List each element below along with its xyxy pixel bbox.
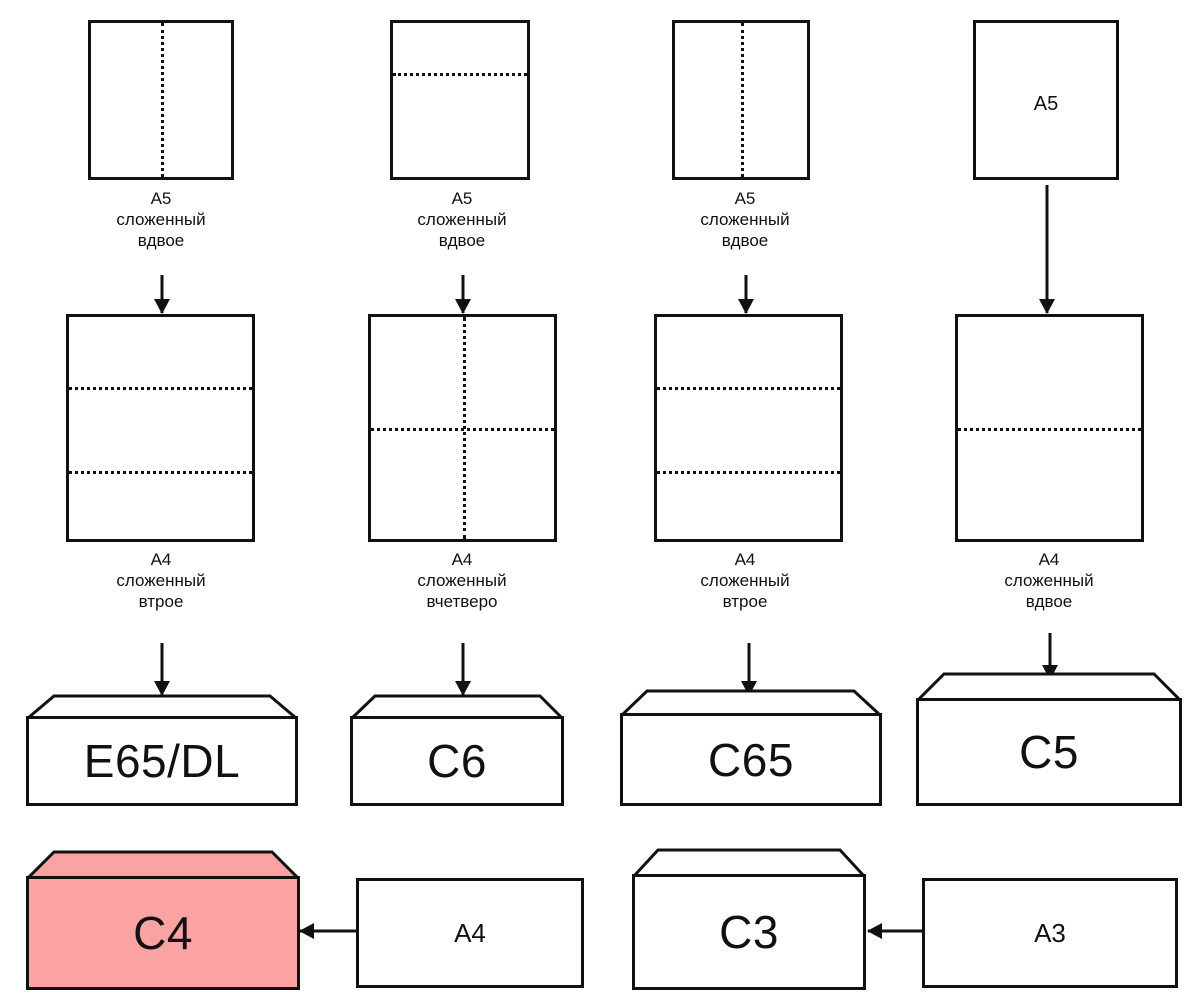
caption-line-1: A5	[150, 189, 172, 208]
caption-col1-row2: A4 сложенный втрое	[81, 549, 241, 612]
arrow-head	[154, 681, 170, 696]
sheet-a4-col2	[368, 314, 557, 542]
paper-a3-box[interactable]: A3	[922, 878, 1178, 988]
caption-col2-row1: A5 сложенный вдвое	[382, 188, 542, 251]
caption-col3-row2: A4 сложенный втрое	[665, 549, 825, 612]
arrow-shaft	[461, 275, 465, 313]
fold-line-horizontal-upper	[69, 387, 252, 390]
arrow-head	[455, 299, 471, 314]
caption-line-3: втрое	[138, 592, 184, 611]
envelope-body: C6	[350, 716, 564, 806]
caption-line-2: сложенный	[1004, 571, 1094, 590]
sheet-a4-col3	[654, 314, 843, 542]
fold-line-horizontal	[393, 73, 527, 76]
arrow-down-col1-r2	[153, 643, 171, 696]
envelope-body: C3	[632, 874, 866, 990]
caption-line-3: вдвое	[1025, 592, 1073, 611]
caption-line-1: A4	[734, 550, 756, 569]
envelope-label: C3	[719, 906, 779, 958]
fold-line-horizontal-lower	[69, 471, 252, 474]
arrow-left-a4-to-c4	[299, 922, 358, 940]
arrow-head	[738, 299, 754, 314]
arrow-shaft	[744, 275, 748, 313]
arrow-left-a3-to-c3	[867, 922, 926, 940]
envelope-c4[interactable]: C4	[26, 850, 300, 990]
arrow-shaft	[160, 275, 164, 313]
sheet-a5-col2	[390, 20, 530, 180]
caption-line-1: A4	[451, 550, 473, 569]
caption-line-1: A4	[150, 550, 172, 569]
arrow-shaft	[1045, 185, 1049, 313]
caption-line-3: вчетверо	[426, 592, 498, 611]
paper-a4-box[interactable]: A4	[356, 878, 584, 988]
envelope-e65-dl[interactable]: E65/DL	[26, 694, 298, 806]
caption-line-2: сложенный	[417, 210, 507, 229]
caption-line-2: сложенный	[116, 571, 206, 590]
envelope-body: C5	[916, 698, 1182, 806]
arrow-down-col3-r2	[740, 643, 758, 696]
caption-line-1: A5	[734, 189, 756, 208]
sheet-a4-col1	[66, 314, 255, 542]
caption-line-1: A4	[1038, 550, 1060, 569]
caption-line-3: вдвое	[137, 231, 185, 250]
sheet-a5-inner-label: A5	[1033, 93, 1059, 115]
caption-line-3: вдвое	[721, 231, 769, 250]
caption-line-1: A5	[451, 189, 473, 208]
envelope-label: C6	[427, 735, 487, 787]
caption-col1-row1: A5 сложенный вдвое	[81, 188, 241, 251]
sheet-a5-col1	[88, 20, 234, 180]
arrow-head	[299, 923, 314, 939]
arrow-shaft	[868, 929, 926, 933]
envelope-body: E65/DL	[26, 716, 298, 806]
fold-line-vertical	[161, 23, 164, 177]
arrow-down-col3-r1	[737, 275, 755, 314]
sheet-a4-col4	[955, 314, 1144, 542]
caption-line-2: сложенный	[700, 210, 790, 229]
envelope-label: E65/DL	[83, 735, 241, 787]
arrow-shaft	[300, 929, 358, 933]
caption-line-2: сложенный	[700, 571, 790, 590]
sheet-a5-col4: A5	[973, 20, 1119, 180]
caption-col2-row2: A4 сложенный вчетверо	[382, 549, 542, 612]
arrow-head	[154, 299, 170, 314]
paper-label: A3	[1034, 917, 1066, 948]
envelope-label: C4	[133, 907, 193, 959]
envelope-label: C65	[708, 733, 794, 786]
caption-line-3: вдвое	[438, 231, 486, 250]
fold-line-horizontal	[371, 428, 554, 431]
arrow-down-col2-r2	[454, 643, 472, 696]
arrow-shaft	[747, 643, 751, 695]
fold-line-horizontal	[958, 428, 1141, 431]
caption-col4-row2: A4 сложенный вдвое	[969, 549, 1129, 612]
arrow-shaft	[160, 643, 164, 695]
caption-col3-row1: A5 сложенный вдвое	[665, 188, 825, 251]
envelope-c5[interactable]: C5	[916, 672, 1182, 806]
arrow-head	[867, 923, 882, 939]
fold-line-vertical	[741, 23, 744, 177]
envelope-c3[interactable]: C3	[632, 848, 866, 990]
arrow-head	[1039, 299, 1055, 314]
envelope-label: C5	[1019, 726, 1079, 778]
caption-line-2: сложенный	[417, 571, 507, 590]
envelope-c65[interactable]: C65	[620, 689, 882, 806]
arrow-down-col1-r1	[153, 275, 171, 314]
arrow-down-col4-r1	[1038, 185, 1056, 314]
arrow-head	[455, 681, 471, 696]
caption-line-2: сложенный	[116, 210, 206, 229]
envelope-body: C65	[620, 713, 882, 806]
arrow-down-col2-r1	[454, 275, 472, 314]
arrow-shaft	[1048, 633, 1052, 679]
fold-line-horizontal-upper	[657, 387, 840, 390]
envelope-body: C4	[26, 876, 300, 990]
envelope-c6[interactable]: C6	[350, 694, 564, 806]
sheet-a5-col3	[672, 20, 810, 180]
arrow-shaft	[461, 643, 465, 695]
caption-line-3: втрое	[722, 592, 768, 611]
fold-line-horizontal-lower	[657, 471, 840, 474]
paper-label: A4	[454, 917, 486, 948]
